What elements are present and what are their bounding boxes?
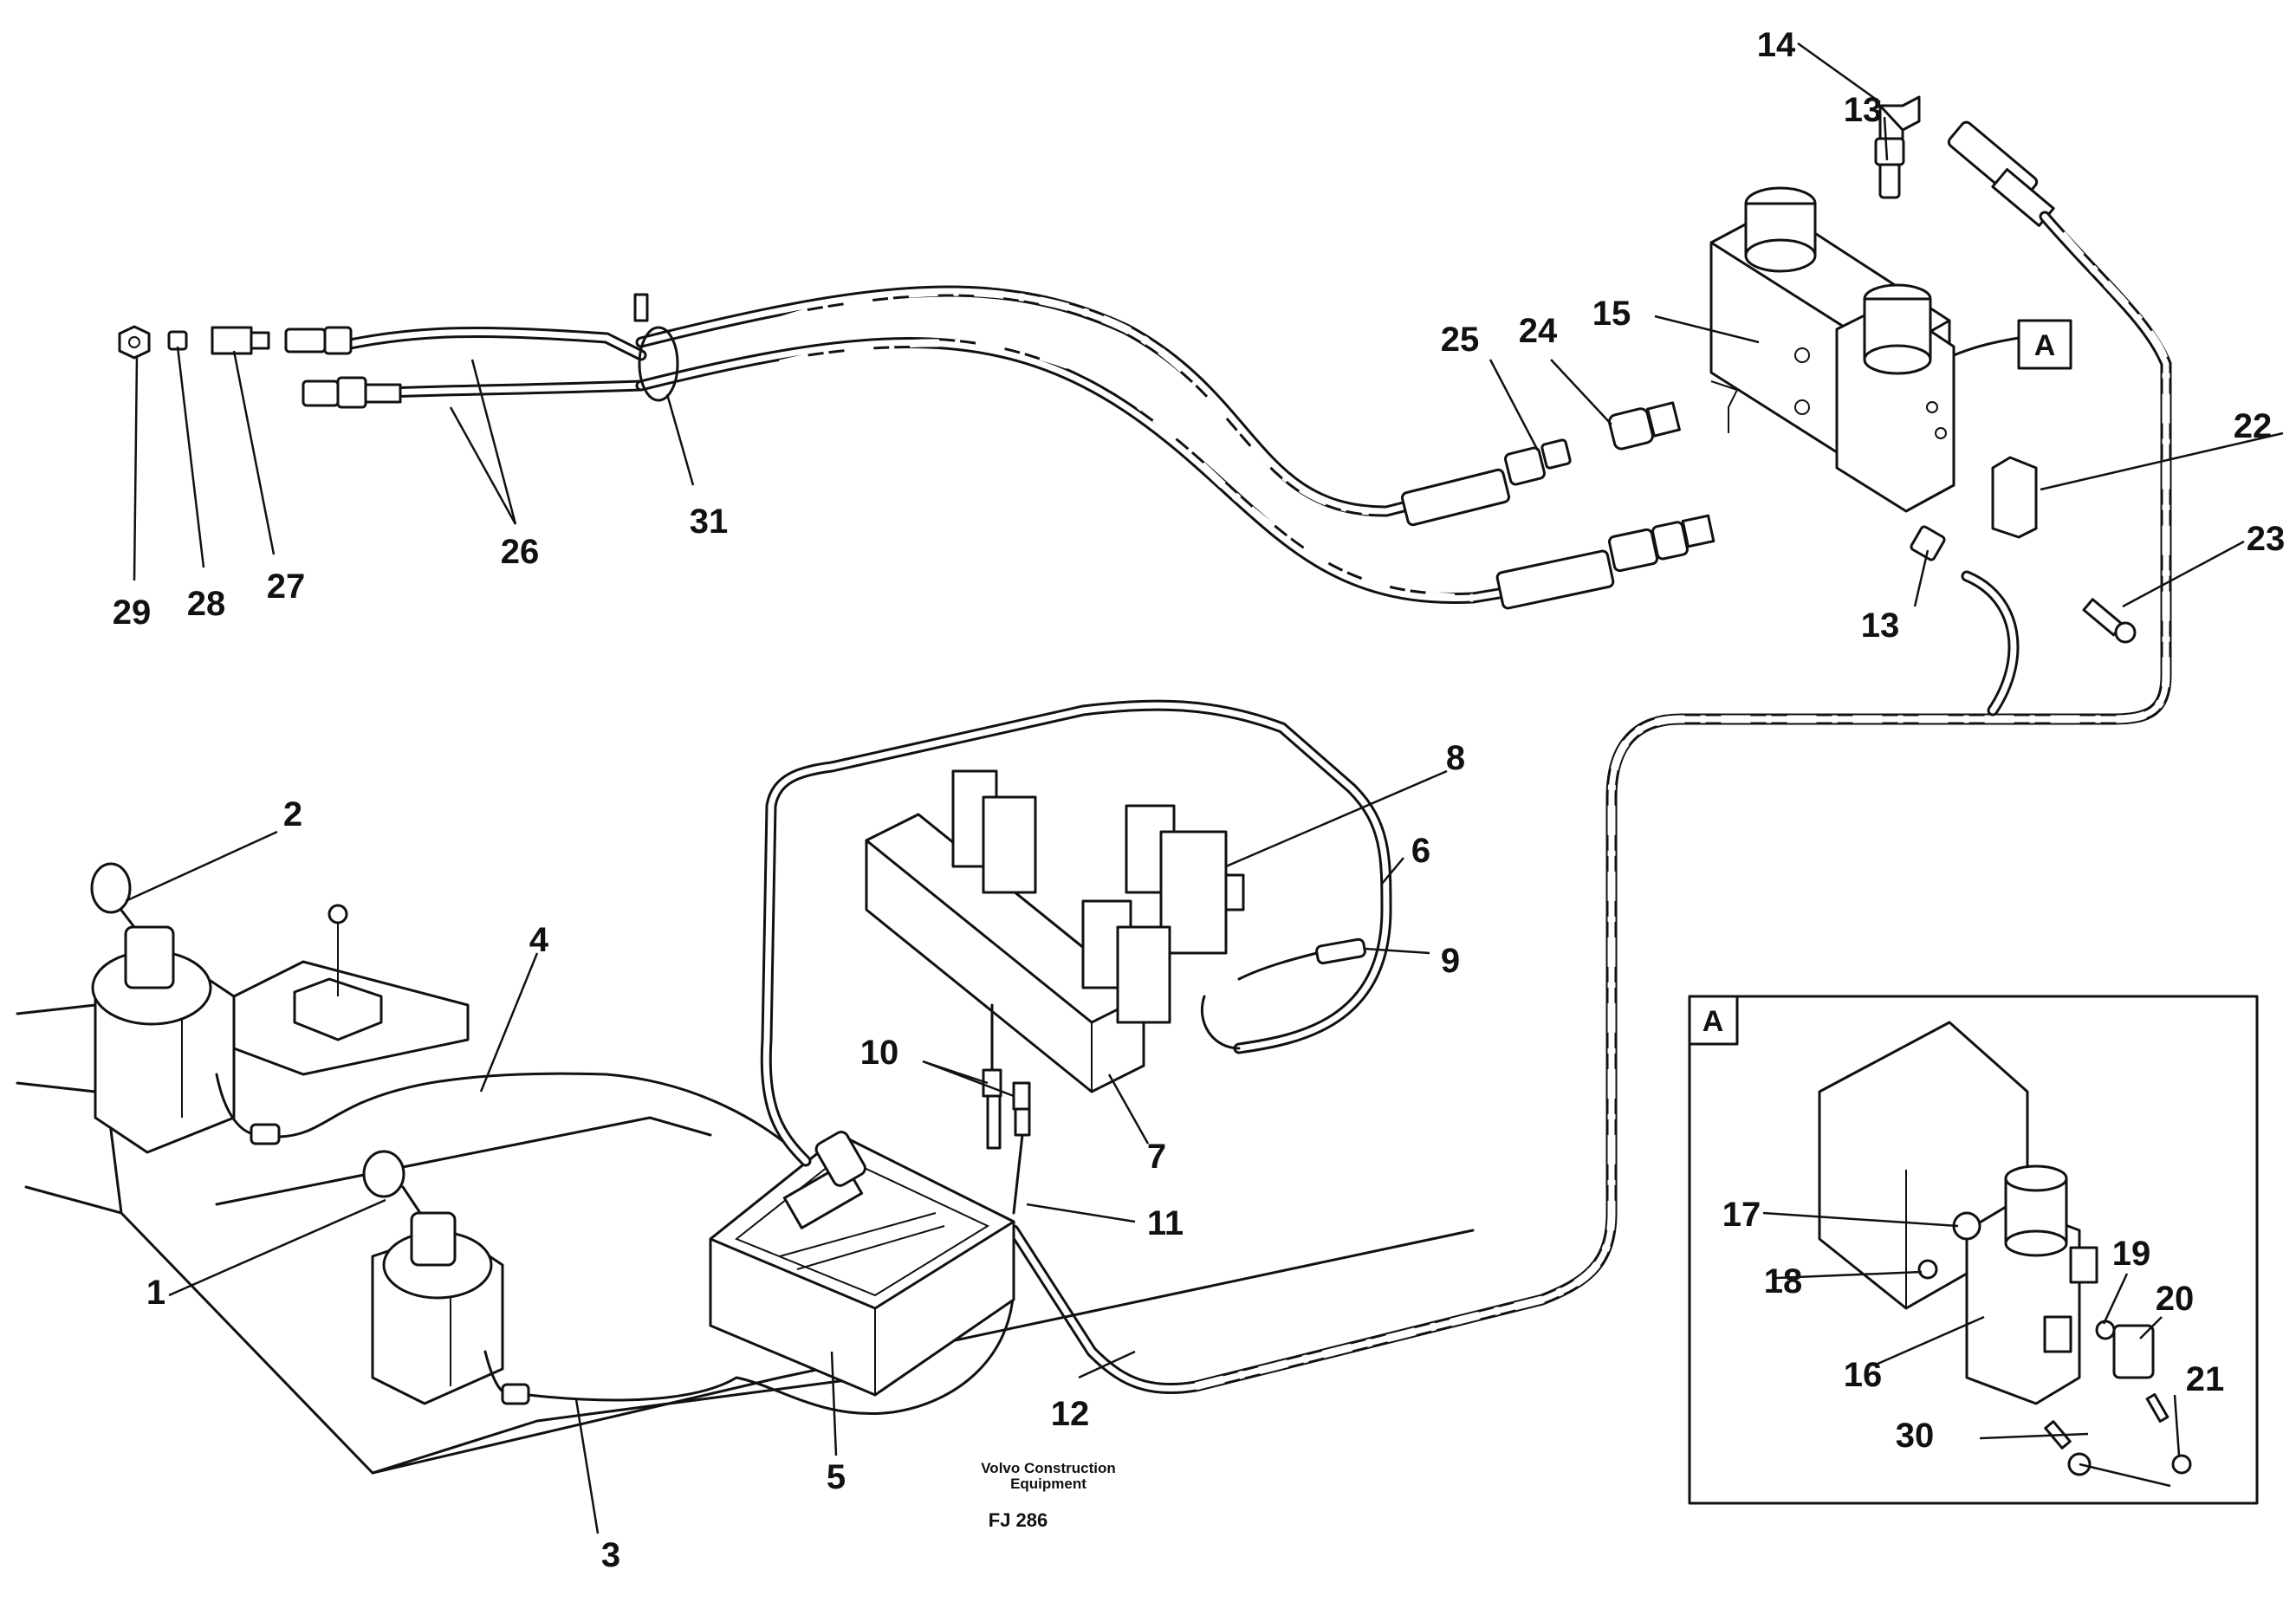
caption-figure-code: FJ 286	[989, 1509, 1048, 1531]
callout-1: 1	[146, 1274, 165, 1312]
callout-5: 5	[827, 1458, 846, 1496]
control-console	[16, 904, 1475, 1475]
bracket	[1991, 456, 2137, 644]
cable-connectors	[982, 1003, 1031, 1215]
detail-ref	[1952, 319, 2072, 370]
detail-box-label: A	[1703, 1005, 1724, 1038]
callout-26: 26	[501, 533, 540, 571]
callout-23: 23	[2247, 520, 2286, 558]
callout-13-bottom: 13	[1861, 606, 1900, 645]
callout-29: 29	[113, 593, 152, 632]
caption-manufacturer-2: Equipment	[1010, 1476, 1086, 1492]
callout-31: 31	[690, 503, 729, 541]
callout-21: 21	[2186, 1360, 2225, 1398]
callout-22: 22	[2234, 407, 2273, 445]
callout-13-top: 13	[1844, 91, 1883, 129]
callout-3: 3	[601, 1536, 620, 1574]
callout-8: 8	[1446, 739, 1465, 777]
callout-14: 14	[1757, 26, 1796, 64]
valve-fittings	[1400, 401, 1716, 610]
callout-17: 17	[1722, 1196, 1761, 1234]
control-valve	[1709, 186, 1955, 513]
callout-18: 18	[1764, 1262, 1803, 1300]
joystick-left	[90, 862, 212, 1026]
drain-hose	[1910, 525, 2020, 717]
top-fittings	[1874, 95, 2055, 227]
callout-30: 30	[1896, 1417, 1935, 1455]
callout-11: 11	[1147, 1204, 1184, 1242]
callout-24: 24	[1519, 312, 1558, 350]
relay-box	[865, 769, 1245, 1093]
control-unit	[709, 1131, 1015, 1397]
hose-clamp	[633, 293, 679, 402]
callout-19: 19	[2112, 1235, 2151, 1273]
detail-box	[1688, 995, 2259, 1505]
cables	[215, 1072, 1015, 1415]
joystick-right	[362, 1150, 493, 1300]
callout-15: 15	[1592, 295, 1631, 333]
fittings-27-29	[118, 325, 402, 409]
callout-numbers: 1 2 3 4 5 6 7 8 9 10 11 12 13 13 14 15 1…	[113, 26, 2286, 1574]
return-hose	[1008, 211, 2172, 1395]
callout-9: 9	[1441, 942, 1460, 980]
callout-6: 6	[1411, 832, 1430, 870]
callout-28: 28	[187, 585, 226, 623]
callout-7: 7	[1147, 1138, 1166, 1176]
fuse	[1237, 937, 1366, 981]
caption-manufacturer-1: Volvo Construction	[981, 1460, 1116, 1476]
leader-lines	[125, 42, 2284, 1534]
callout-27: 27	[267, 568, 306, 606]
callout-4: 4	[529, 921, 549, 959]
callout-2: 2	[283, 795, 302, 833]
callout-10: 10	[860, 1034, 899, 1072]
detail-ref-label: A	[2034, 329, 2056, 362]
callout-16: 16	[1844, 1356, 1883, 1394]
callout-20: 20	[2156, 1280, 2195, 1318]
wiring-harness	[760, 699, 1392, 1167]
callout-25: 25	[1441, 321, 1480, 359]
caption: Volvo Construction Equipment FJ 286	[981, 1460, 1116, 1531]
callout-12: 12	[1051, 1395, 1090, 1433]
